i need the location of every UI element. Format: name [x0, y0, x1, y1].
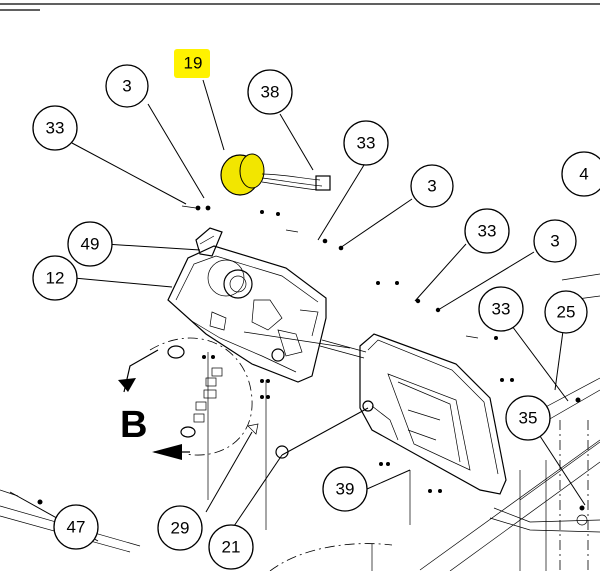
- svg-text:33: 33: [357, 134, 376, 153]
- callout-19: 19: [174, 49, 210, 78]
- svg-text:39: 39: [336, 480, 355, 499]
- capacitor-part-19: [220, 153, 331, 196]
- svg-text:4: 4: [579, 165, 588, 184]
- guide-lines: [207, 352, 411, 571]
- callout-3: 3: [533, 219, 577, 263]
- screws: [37, 205, 585, 511]
- svg-text:25: 25: [557, 303, 576, 322]
- svg-text:21: 21: [222, 538, 241, 557]
- svg-text:3: 3: [122, 77, 131, 96]
- svg-text:38: 38: [261, 83, 280, 102]
- callout-21: 21: [208, 524, 254, 570]
- view-label-b: B: [120, 404, 147, 446]
- svg-text:12: 12: [46, 269, 65, 288]
- callout-33: 33: [464, 208, 510, 254]
- view-b-detail: B: [118, 337, 289, 460]
- callout-49: 49: [67, 221, 113, 267]
- callout-29: 29: [157, 505, 203, 551]
- housing-part-12: [167, 245, 327, 383]
- bracket-part-49: [195, 227, 223, 257]
- svg-text:33: 33: [478, 222, 497, 241]
- cover-part-39: [359, 333, 507, 495]
- svg-text:3: 3: [550, 232, 559, 251]
- svg-text:47: 47: [67, 518, 86, 537]
- svg-text:19: 19: [184, 54, 203, 73]
- callout-3: 3: [410, 164, 454, 208]
- svg-text:29: 29: [171, 519, 190, 538]
- callout-25: 25: [544, 290, 588, 334]
- callout-33: 33: [32, 105, 78, 151]
- callout-39: 39: [322, 466, 368, 512]
- callout-38: 38: [247, 69, 293, 115]
- callout-4: 4: [561, 151, 600, 197]
- connecting-rod: [243, 331, 367, 359]
- leader-lines: [9, 79, 586, 542]
- callout-33: 33: [478, 286, 524, 332]
- svg-text:35: 35: [519, 409, 538, 428]
- callout-12: 12: [32, 255, 78, 301]
- svg-text:3: 3: [427, 177, 436, 196]
- callout-3: 3: [105, 64, 149, 108]
- callout-35: 35: [505, 395, 551, 441]
- callout-33: 33: [343, 120, 389, 166]
- svg-text:33: 33: [46, 119, 65, 138]
- svg-text:33: 33: [492, 300, 511, 319]
- base-frame: [419, 273, 600, 571]
- svg-text:49: 49: [81, 235, 100, 254]
- callout-47: 47: [53, 504, 99, 550]
